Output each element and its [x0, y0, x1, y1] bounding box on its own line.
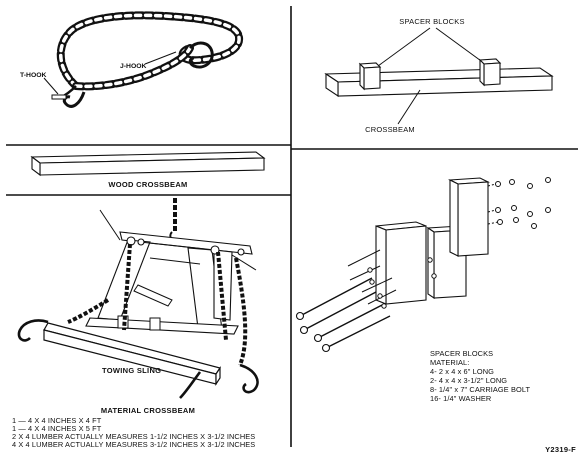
spacer-material-line: 16- 1/4" WASHER: [430, 394, 491, 403]
spacer-material-subtitle: MATERIAL:: [430, 358, 469, 367]
spacer-material-line: 2- 4 x 4 x 3-1/2" LONG: [430, 376, 507, 385]
panel-dividers: [6, 6, 578, 447]
material-crossbeam-drawing: [43, 322, 221, 386]
wood-crossbeam-label: WOOD CROSSBEAM: [108, 180, 187, 189]
spacer-material-title: SPACER BLOCKS: [430, 349, 493, 358]
towing-sling-panel: TOWING SLING: [17, 198, 259, 399]
material-line: 1 — 4 X 4 INCHES X 5 FT: [12, 424, 102, 433]
spacer-block-small: [375, 221, 427, 305]
j-hook-leader: [144, 51, 177, 65]
crossbeam-leader: [397, 89, 421, 125]
j-hook-icon: [188, 41, 214, 69]
spacer-crossbeam-panel: SPACER BLOCKS CROSSBEAM: [324, 17, 554, 134]
material-line: 2 X 4 LUMBER ACTUALLY MEASURES 1-1/2 INC…: [12, 432, 255, 441]
crossbeam-label: CROSSBEAM: [365, 125, 415, 134]
material-crossbeam-title: MATERIAL CROSSBEAM: [101, 406, 195, 415]
washers-and-nuts: [367, 177, 551, 309]
t-hook-label: T-HOOK: [20, 72, 47, 79]
spacer-leader-left: [377, 27, 431, 67]
spacer-exploded-panel: [295, 177, 551, 353]
spacer-block-left: [358, 62, 382, 91]
spacer-material-line: 8- 1/4" x 7" CARRIAGE BOLT: [430, 385, 531, 394]
chain: [56, 11, 244, 91]
material-line: 1 — 4 X 4 INCHES X 4 FT: [12, 416, 102, 425]
chain-panel: J-HOOK T-HOOK: [20, 11, 244, 108]
sling-chains: [67, 243, 248, 366]
j-hook-label: J-HOOK: [120, 63, 147, 70]
sling-frame: [85, 209, 257, 335]
wood-crossbeam-panel: WOOD CROSSBEAM: [30, 151, 266, 189]
material-line: 4 X 4 LUMBER ACTUALLY MEASURES 3-1/2 INC…: [12, 440, 255, 449]
spacer-block-tall: [447, 177, 491, 257]
figure-id: Y2319-F: [545, 445, 576, 454]
material-crossbeam-notes: MATERIAL CROSSBEAM 1 — 4 X 4 INCHES X 4 …: [12, 406, 255, 449]
spacer-blocks-label: SPACER BLOCKS: [399, 17, 464, 26]
towing-sling-label: TOWING SLING: [102, 366, 161, 375]
carriage-bolts: [295, 249, 397, 353]
spacer-material-notes: SPACER BLOCKS MATERIAL: 4- 2 x 4 x 6" LO…: [430, 349, 531, 403]
sling-hook-left-icon: [17, 319, 49, 342]
spacer-material-line: 4- 2 x 4 x 6" LONG: [430, 367, 494, 376]
t-hook-leader: [43, 77, 59, 95]
t-hook-icon: [51, 85, 86, 108]
sling-hook-right-icon: [179, 363, 259, 399]
spacer-block-right: [478, 58, 502, 87]
